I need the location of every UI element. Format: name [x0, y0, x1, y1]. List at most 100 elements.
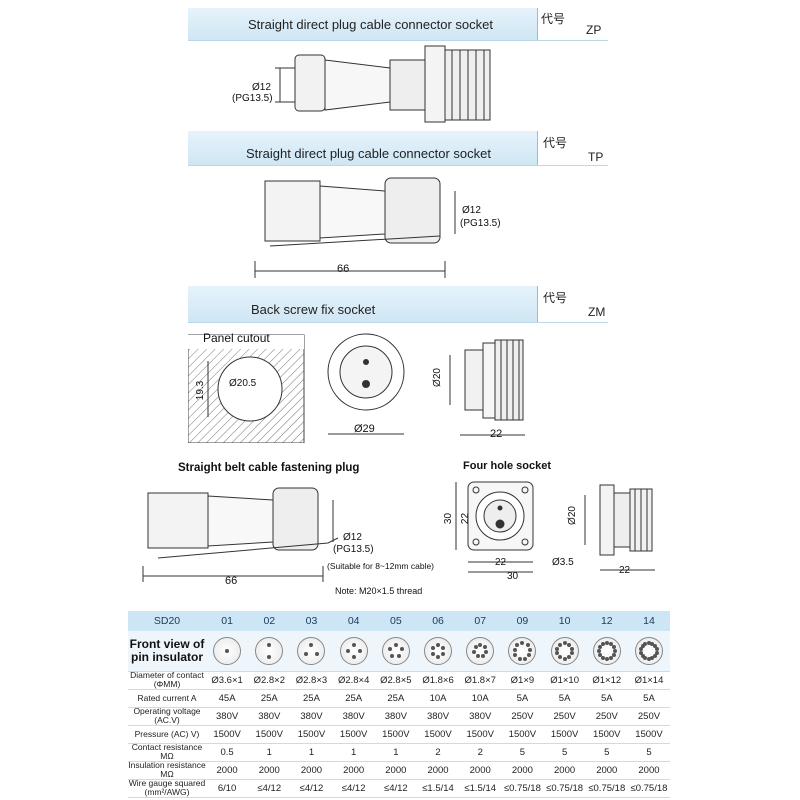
cutout-dim-diameter: Ø20.5: [229, 378, 257, 389]
table-cell: ≤0.75/18: [546, 782, 584, 794]
table-cell: Ø2.8×2: [253, 674, 285, 686]
table-cell: Ø1.8×6: [422, 674, 454, 686]
zp-code: ZP: [586, 23, 602, 37]
table-cell: 1500V: [550, 728, 579, 740]
table-cell: 5: [646, 746, 652, 758]
pin-insulator-cell: [248, 637, 290, 665]
table-cell: 25A: [387, 692, 405, 704]
four-hole-dim-height-inner: 22: [460, 512, 472, 525]
table-cell: 5A: [558, 692, 571, 704]
row-label: Diameter of contact (ΦMM): [130, 670, 204, 689]
table-cell: 1500V: [635, 728, 663, 740]
belt-dim-length: 66: [225, 575, 238, 587]
table-cell: 2000: [258, 764, 280, 776]
zp-code-label: 代号: [541, 12, 566, 26]
pin-insulator-icon: [339, 637, 368, 665]
pin-insulator-cell: [290, 637, 332, 665]
table-col-header: 07: [474, 615, 487, 627]
belt-dim-diameter: Ø12: [343, 532, 362, 543]
zm-front-dim: Ø29: [354, 423, 375, 435]
table-cell: ≤0.75/18: [503, 782, 541, 794]
table-cell: 1500V: [213, 728, 241, 740]
table-cell: 5: [604, 746, 610, 758]
table-cell: Ø1×9: [510, 674, 535, 686]
pin-insulator-cell: [586, 637, 628, 665]
table-cell: 5A: [643, 692, 655, 704]
table-cell: 2000: [343, 764, 365, 776]
pin-insulator-icon: [424, 637, 453, 665]
table-cell: 5A: [516, 692, 529, 704]
pin-insulator-cell: [333, 637, 375, 665]
table-cell: 25A: [303, 692, 320, 704]
belt-plug-drawing: [142, 487, 339, 582]
table-cell: ≤1.5/14: [464, 782, 497, 794]
table-cell: 1: [351, 746, 357, 758]
table-cell: 250V: [511, 710, 534, 722]
table-row: Wire gauge squared (mm²/AWG) 6/10 ≤4/12 ≤4/…: [128, 779, 670, 798]
panel-cutout-label: Panel cutout: [203, 331, 270, 345]
table-col-header: 09: [516, 615, 529, 627]
zm-code-box: [537, 286, 609, 322]
four-hole-dim-width-outer: 30: [507, 571, 519, 582]
table-cell: 2000: [554, 764, 576, 776]
table-row: Pressure (AC) V) 1500V 1500V 1500V 1500V 1500…: [128, 725, 670, 744]
row-label: Pressure (AC) V): [134, 728, 200, 739]
pin-insulator-cell: [375, 637, 417, 665]
table-cell: 1: [393, 746, 399, 758]
zm-side-dim-diameter: Ø20: [431, 368, 443, 387]
table-col-header: 03: [305, 615, 318, 627]
table-cell: 380V: [258, 710, 281, 722]
table-cell: ≤4/12: [383, 782, 408, 794]
table-cell: Ø2.8×4: [337, 674, 370, 686]
row-label: Wire gauge squared (mm²/AWG): [128, 778, 206, 797]
cutout-dim-height: 19.3: [195, 380, 207, 401]
table-cell: 2000: [427, 764, 449, 776]
zp-drawing: [275, 45, 491, 123]
table-cell: 2000: [216, 764, 238, 776]
table-cell: 2000: [511, 764, 533, 776]
row-label: Rated current A: [137, 692, 197, 703]
belt-suitable-note: (Suitable for 8~12mm cable): [327, 561, 435, 571]
table-cell: 1500V: [255, 728, 284, 740]
table-cell: Ø1×14: [634, 674, 664, 686]
zm-title: Back screw fix socket: [251, 302, 376, 317]
tp-code: TP: [588, 150, 604, 164]
zp-dim-pg: (PG13.5): [232, 93, 273, 104]
pin-insulator-cell: [459, 637, 501, 665]
table-cell: ≤4/12: [257, 782, 282, 794]
four-hole-side-diameter: Ø20: [566, 506, 578, 525]
table-cell: 1500V: [382, 728, 410, 740]
row-label: Contact resistance MΩ: [131, 742, 203, 761]
table-cell: ≤0.75/18: [588, 782, 626, 794]
table-cell: 2000: [638, 764, 660, 776]
table-cell: 1500V: [508, 728, 537, 740]
pin-insulator-icon: [213, 637, 242, 665]
table-col-header: 14: [643, 615, 655, 627]
belt-plug-caption: Straight belt cable fastening plug: [178, 462, 360, 474]
pin-insulator-cell: [417, 637, 459, 665]
table-cell: 250V: [595, 710, 618, 722]
table-cell: 380V: [384, 710, 407, 722]
four-hole-side-length: 22: [619, 565, 631, 576]
four-hole-caption: Four hole socket: [463, 460, 552, 472]
table-cell: ≤4/12: [299, 782, 324, 794]
table-cell: 5: [561, 746, 568, 758]
table-cell: ≤1.5/14: [422, 782, 454, 794]
pin-insulator-cell: [206, 637, 248, 665]
table-cell: 0.5: [220, 746, 234, 758]
table-cell: 1: [308, 746, 315, 758]
table-cell: 1500V: [466, 728, 494, 740]
tp-drawing: [254, 177, 456, 278]
table-cell: 45A: [218, 692, 236, 704]
table-cell: ≤0.75/18: [630, 782, 668, 794]
table-cell: 6/10: [217, 782, 237, 794]
table-col-header: 10: [558, 615, 571, 627]
tp-code-box: [537, 131, 609, 165]
four-hole-dim-hole: Ø3.5: [552, 557, 574, 568]
table-cell: 10A: [429, 692, 447, 704]
table-cell: 5A: [600, 692, 613, 704]
